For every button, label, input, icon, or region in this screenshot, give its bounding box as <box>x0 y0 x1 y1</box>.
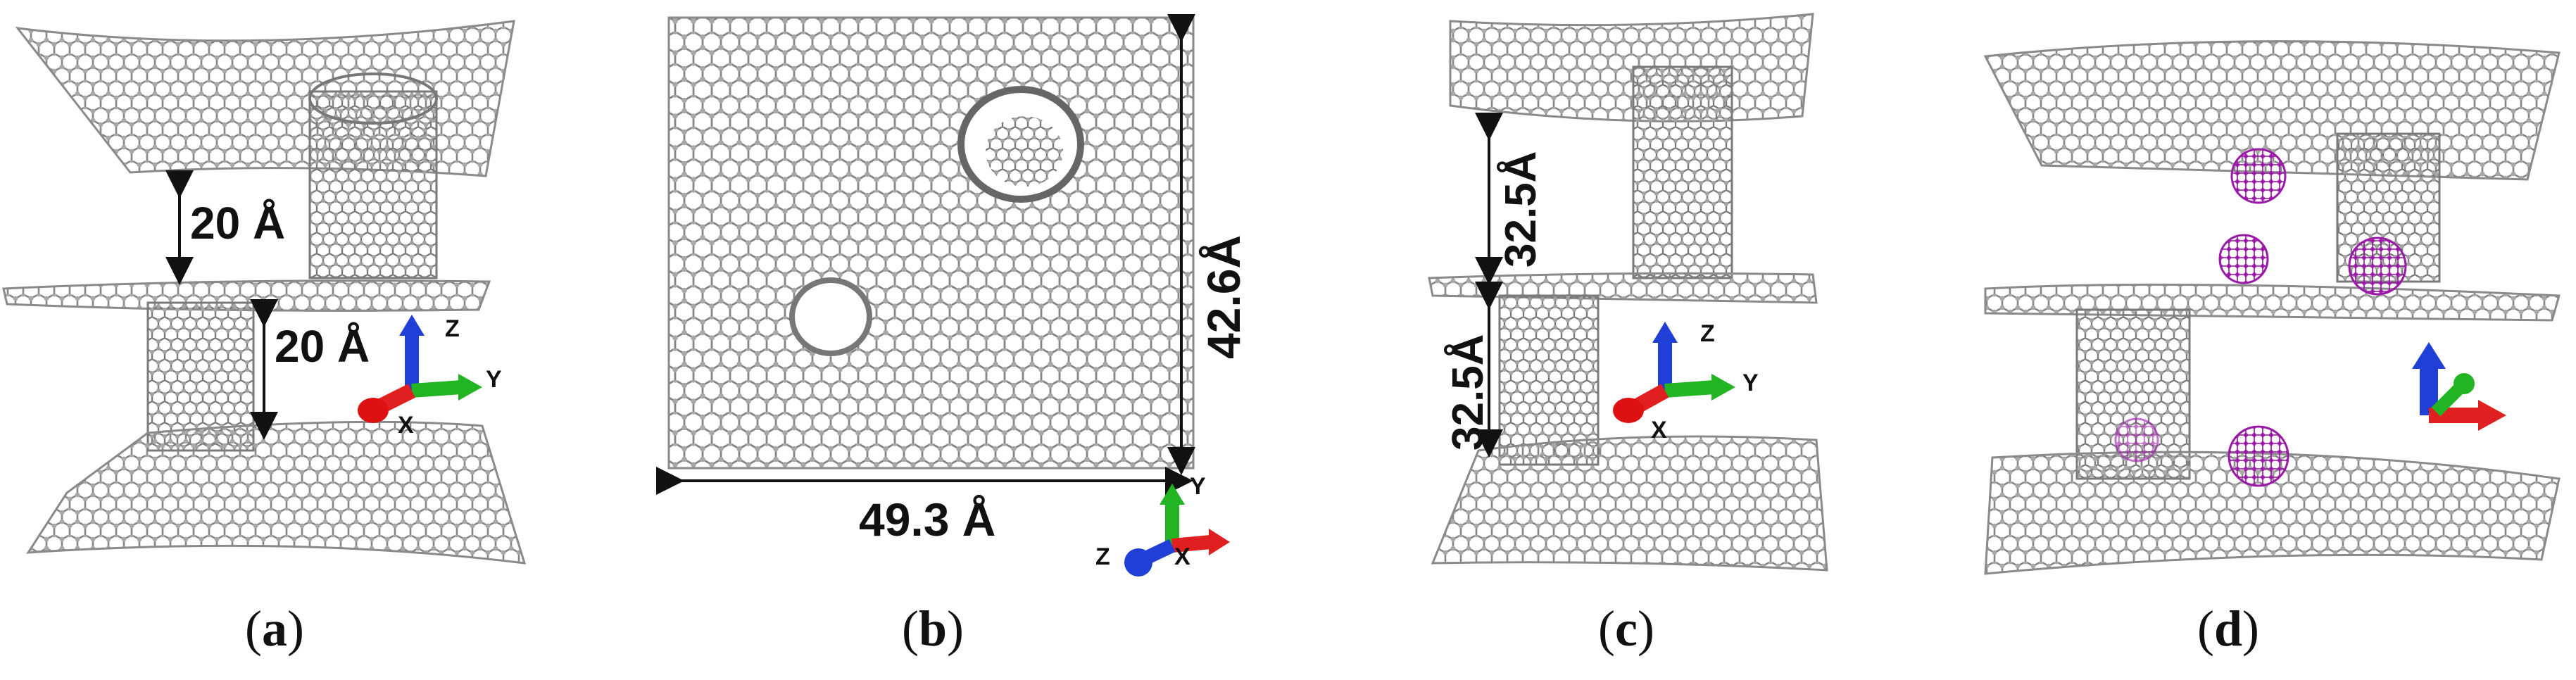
graphene-sheet-top <box>1449 13 1814 122</box>
graphene-sheet-middle <box>2 279 491 312</box>
fullerene-molecule <box>2218 234 2269 284</box>
axis-label-z: Z <box>1095 543 1110 570</box>
dimension-label-top: 32.5Å <box>1497 151 1545 267</box>
coordinate-axes-icon <box>358 315 482 423</box>
axis-label-x: X <box>1651 417 1667 443</box>
coordinate-axes-icon <box>1124 484 1230 577</box>
graphene-sheet-top-view <box>667 16 1195 470</box>
carbon-nanotube-top <box>1632 65 1733 279</box>
fullerene-molecule <box>2114 417 2159 462</box>
graphene-top-view-b <box>656 14 1230 577</box>
panel-label-b: (b) <box>901 600 964 657</box>
coordinate-axes-icon <box>2412 342 2506 431</box>
fullerene-molecule <box>2230 148 2287 204</box>
graphene-sheet-bottom <box>1431 435 1828 572</box>
axis-label-y: Y <box>486 366 502 393</box>
axis-label-z: Z <box>1700 320 1715 347</box>
fullerene-molecule <box>2228 425 2289 487</box>
graphene-sheet-middle <box>1984 283 2561 322</box>
dimension-label-bottom: 20 Å <box>275 321 370 372</box>
pillared-graphene-structure-a <box>2 20 527 565</box>
fullerene-molecule <box>2348 237 2407 296</box>
pillared-graphene-with-molecules-d <box>1983 40 2561 575</box>
pillared-graphene-structure-c <box>1428 13 1828 572</box>
dimension-label-width: 49.3 Å <box>859 493 996 546</box>
dimension-label-top: 20 Å <box>190 198 286 248</box>
panel-label-a: (a) <box>245 600 304 657</box>
panel-b: 49.3 Å 42.6Å Y Z X (b) <box>648 0 1317 680</box>
carbon-nanotube-top <box>308 90 438 279</box>
axis-label-y: Y <box>1190 473 1206 500</box>
axis-label-x: X <box>398 412 414 439</box>
axis-label-x: X <box>1174 543 1190 570</box>
panel-label-c: (c) <box>1598 600 1654 657</box>
panel-d: (d) <box>1971 0 2576 680</box>
coordinate-axes-icon <box>1613 322 1735 423</box>
axis-label-z: Z <box>445 315 460 342</box>
graphene-sheet-middle <box>1428 272 1818 304</box>
axis-label-y: Y <box>1742 370 1759 396</box>
graphene-sheet-bottom <box>26 420 527 565</box>
dimension-label-height: 42.6Å <box>1198 234 1250 359</box>
panel-a: 20 Å 20 Å Z Y X (a) <box>0 0 563 680</box>
graphene-sheet-bottom <box>1984 451 2561 575</box>
graphene-sheet-top <box>15 20 515 177</box>
panel-c: 32.5Å 32.5Å Z Y X (c) <box>1422 0 1915 680</box>
dimension-label-bottom: 32.5Å <box>1444 334 1493 451</box>
panel-label-d: (d) <box>2197 600 2259 657</box>
nanotube-opening-small <box>789 277 872 356</box>
